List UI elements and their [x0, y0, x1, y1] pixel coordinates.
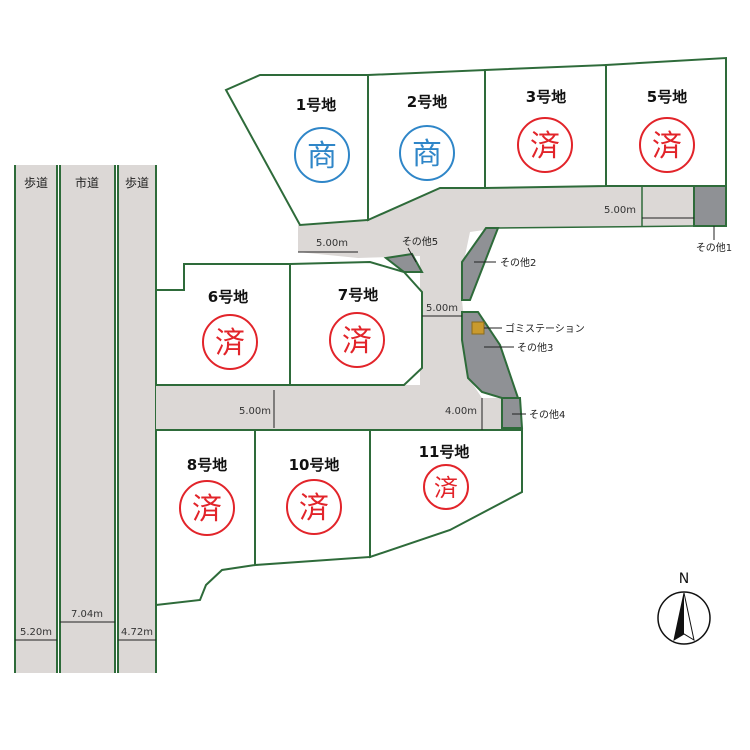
- lot-8-label: 8号地: [187, 456, 227, 474]
- sidewalk-right: [118, 165, 156, 673]
- width-city-road: 7.04m: [71, 609, 103, 620]
- lot-2-stamp-ring: [399, 125, 455, 181]
- other-4-parcel: [501, 397, 524, 429]
- lot-5-parcel[interactable]: [605, 56, 727, 187]
- road-label-sidewalk-right: 歩道: [125, 175, 149, 190]
- lot-7-label: 7号地: [338, 286, 378, 304]
- middle-lots: [155, 260, 423, 386]
- callout-other-2: その他2: [500, 256, 536, 269]
- width-sidewalk-right: 4.72m: [121, 627, 153, 638]
- lot-5-stamp-ring: [639, 117, 695, 173]
- lot-8-stamp-ring: [179, 480, 235, 536]
- width-upper-right-road: 5.00m: [604, 205, 636, 216]
- lot-11-stamp-ring: [423, 464, 469, 510]
- lot-6-stamp-ring: [202, 314, 258, 370]
- lot-3-label: 3号地: [526, 88, 566, 106]
- other-parcels: [383, 185, 727, 429]
- road-label-sidewalk-left: 歩道: [24, 175, 48, 190]
- lot-10-stamp: 済: [299, 491, 329, 526]
- lot-6-stamp: 済: [215, 326, 245, 361]
- width-lower-right-road: 4.00m: [445, 406, 477, 417]
- other-1-parcel: [693, 185, 727, 227]
- lot-2-stamp: 商: [412, 137, 442, 172]
- lot-5-label: 5号地: [647, 88, 687, 106]
- width-middle-road: 5.00m: [426, 303, 458, 314]
- north-label: N: [679, 571, 689, 587]
- callout-other-5: その他5: [402, 235, 438, 248]
- lot-1-stamp: 商: [307, 139, 337, 174]
- upper-lots: [224, 56, 727, 229]
- lot-1-parcel[interactable]: [224, 74, 369, 227]
- lot-2-parcel[interactable]: [367, 68, 486, 222]
- lot-7-parcel[interactable]: [289, 260, 423, 386]
- other-5-parcel: [383, 252, 424, 273]
- north-compass: N: [657, 571, 711, 645]
- sidewalk-left: [15, 165, 57, 673]
- lot-10[interactable]: 10号地 済: [286, 456, 342, 535]
- lot-3[interactable]: 3号地 済: [517, 88, 573, 173]
- lot-6-label: 6号地: [208, 288, 248, 306]
- width-lower-road: 5.00m: [239, 406, 271, 417]
- lot-7-stamp: 済: [342, 324, 372, 359]
- lot-2-label: 2号地: [407, 93, 447, 111]
- lot-5[interactable]: 5号地 済: [639, 88, 695, 173]
- callout-garbage-station: ゴミステーション: [505, 322, 585, 335]
- width-upper-left-road: 5.00m: [316, 238, 348, 249]
- lot-8[interactable]: 8号地 済: [179, 456, 235, 536]
- lower-lots: [155, 429, 523, 607]
- lot-11-parcel[interactable]: [369, 429, 523, 559]
- lot-3-stamp: 済: [530, 129, 560, 164]
- lot-6-parcel[interactable]: [155, 263, 291, 386]
- other-2-parcel: [461, 227, 500, 301]
- callout-other-4: その他4: [529, 408, 565, 421]
- lot-1-stamp-ring: [294, 127, 350, 183]
- lot-1-label: 1号地: [296, 96, 336, 114]
- garbage-station-parcel: [471, 321, 485, 335]
- lot-8-stamp: 済: [192, 492, 222, 527]
- lot-7-stamp-ring: [329, 312, 385, 368]
- lot-11-stamp: 済: [434, 474, 458, 502]
- left-road-group: 歩道 市道 歩道 5.20m 7.04m 4.72m: [14, 165, 157, 673]
- lot-11-label: 11号地: [419, 443, 470, 461]
- lot-1[interactable]: 1号地 商: [294, 96, 350, 183]
- lot-2[interactable]: 2号地 商: [399, 93, 455, 181]
- callout-other-1: その他1: [696, 241, 732, 254]
- callouts: その他1 その他2 ゴミステーション その他3 その他4 その他5: [402, 226, 732, 421]
- road-dimensions: 5.00m 5.00m 5.00m 5.00m 4.00m: [239, 205, 694, 430]
- lot-5-stamp: 済: [652, 129, 682, 164]
- lot-10-stamp-ring: [286, 479, 342, 535]
- lot-10-label: 10号地: [289, 456, 340, 474]
- lot-3-stamp-ring: [517, 117, 573, 173]
- lot-11[interactable]: 11号地 済: [419, 443, 470, 510]
- city-road: [60, 165, 115, 673]
- lot-3-parcel[interactable]: [484, 63, 607, 190]
- road-label-city-road: 市道: [75, 175, 99, 190]
- lot-6[interactable]: 6号地 済: [202, 288, 258, 370]
- lot-7[interactable]: 7号地 済: [329, 286, 385, 368]
- callout-other-3: その他3: [517, 341, 553, 354]
- width-sidewalk-left: 5.20m: [20, 627, 52, 638]
